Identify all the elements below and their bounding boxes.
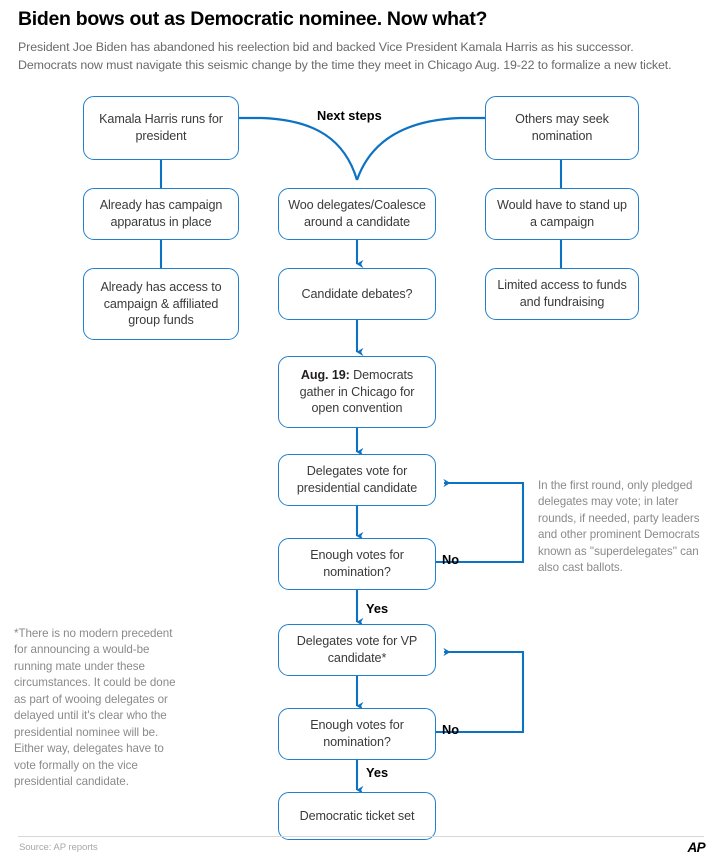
branch-label-no-president: No [442,552,460,567]
node-harris-runs[interactable]: Kamala Harris runs for president [83,96,239,160]
node-others-standup[interactable]: Would have to stand up a campaign [485,188,639,240]
node-others-seek-label: Others may seek nomination [515,112,609,143]
node-convention[interactable]: Aug. 19: Democrats gather in Chicago for… [278,356,436,428]
page-title: Biden bows out as Democratic nominee. No… [18,8,488,30]
node-delegates-vote-vp[interactable]: Delegates vote for VP candidate* [278,624,436,676]
node-woo-delegates-label: Woo delegates/Coalesce around a candidat… [288,198,426,229]
branch-label-yes-president: Yes [366,601,389,616]
note-superdelegates: In the first round, only pledged delegat… [538,479,700,575]
node-harris-runs-label: Kamala Harris runs for president [99,112,223,143]
node-ticket-set-label: Democratic ticket set [299,808,415,823]
node-convention-rest: Democrats gather in Chicago for open con… [299,367,415,416]
footer-divider [18,836,704,837]
branch-label-no-vp: No [442,722,460,737]
node-enough-votes-president[interactable]: Enough votes for nomination? [278,538,436,590]
node-convention-date: Aug. 19: [300,367,350,382]
node-enough-votes-vp-label: Enough votes for nomination? [310,718,404,749]
node-harris-funds[interactable]: Already has access to campaign & affilia… [83,268,239,340]
deck-line-1: President Joe Biden has abandoned his re… [18,40,634,55]
node-convention-label: Aug. 19: Democrats gather in Chicago for… [287,367,427,417]
node-others-limited[interactable]: Limited access to funds and fundraising [485,268,639,320]
node-others-limited-label: Limited access to funds and fundraising [497,278,627,309]
node-harris-apparatus-label: Already has campaign apparatus in place [99,198,223,229]
header: Biden bows out as Democratic nominee. No… [18,8,708,75]
node-harris-funds-label: Already has access to campaign & affilia… [100,279,222,328]
deck-line-2: Democrats now must navigate this seismic… [18,58,672,73]
node-ticket-set[interactable]: Democratic ticket set [278,792,436,840]
node-enough-votes-president-label: Enough votes for nomination? [310,548,404,579]
node-others-standup-label: Would have to stand up a campaign [497,198,627,229]
branch-label-yes-vp: Yes [366,765,389,780]
source-credit: Source: AP reports [19,842,98,853]
node-delegates-vote-president-label: Delegates vote for presidential candidat… [296,464,418,495]
note-footnote-running-mate: *There is no modern precedent for announ… [14,627,176,789]
page-deck: President Joe Biden has abandoned his re… [18,39,708,75]
node-delegates-vote-vp-label: Delegates vote for VP candidate* [296,634,418,665]
node-enough-votes-vp[interactable]: Enough votes for nomination? [278,708,436,760]
node-others-seek[interactable]: Others may seek nomination [485,96,639,160]
node-candidate-debates-label: Candidate debates? [301,286,413,301]
next-steps-label: Next steps [317,108,382,123]
node-candidate-debates[interactable]: Candidate debates? [278,268,436,320]
node-delegates-vote-president[interactable]: Delegates vote for presidential candidat… [278,454,436,506]
node-harris-apparatus[interactable]: Already has campaign apparatus in place [83,188,239,240]
ap-logo: AP [687,840,705,855]
node-woo-delegates[interactable]: Woo delegates/Coalesce around a candidat… [278,188,436,240]
